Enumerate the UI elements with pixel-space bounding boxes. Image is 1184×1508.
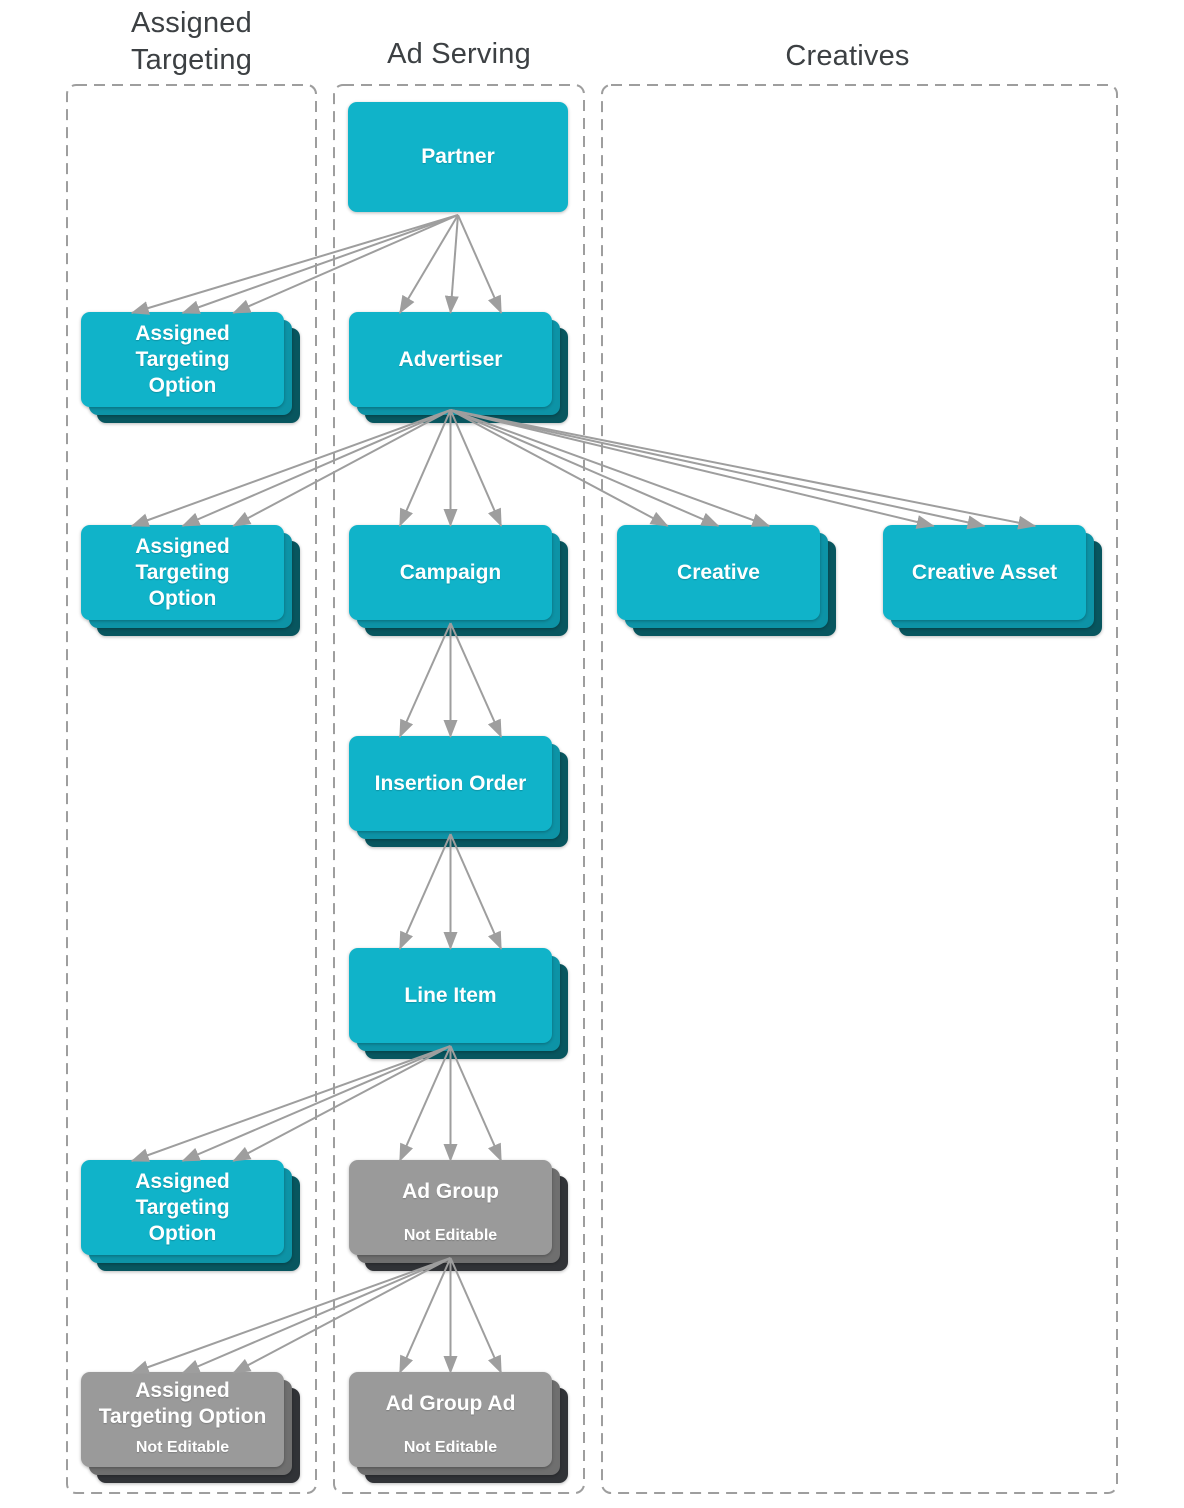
column-header-assigned-targeting: Assigned Targeting	[130, 7, 253, 76]
node-line-item-label: Line Item	[404, 983, 497, 1007]
node-campaign-face: Campaign	[349, 525, 552, 620]
node-campaign-label: Campaign	[399, 560, 502, 584]
node-ato-ad-group-sublabel: Not Editable	[135, 1439, 230, 1456]
node-ato-partner-label: Assigned Targeting Option	[135, 321, 230, 397]
node-ato-line-item: Assigned Targeting Option	[81, 1160, 300, 1271]
node-campaign: Campaign	[349, 525, 568, 636]
edge-partner-to-advertiser	[398, 214, 459, 314]
edge-advertiser-to-campaign	[449, 409, 503, 527]
node-ato-partner: Assigned Targeting Option	[81, 312, 300, 423]
node-ato-line-item-face: Assigned Targeting Option	[81, 1160, 284, 1255]
edge-campaign-to-insertion-order	[449, 622, 503, 738]
node-advertiser-label: Advertiser	[398, 347, 503, 371]
edge-advertiser-to-creative	[450, 409, 669, 527]
node-ad-group-ad-sublabel: Not Editable	[403, 1439, 498, 1456]
column-header-creatives: Creatives	[785, 40, 910, 72]
edge-line-item-to-ato-line-item	[130, 1045, 451, 1162]
edge-partner-to-advertiser	[444, 214, 459, 314]
edge-line-item-to-ato-line-item	[232, 1045, 451, 1162]
node-ad-group-ad: Ad Group Ad Not Editable	[349, 1372, 568, 1483]
node-ad-group-label: Ad Group	[402, 1179, 499, 1203]
node-ad-group-sublabel: Not Editable	[403, 1227, 498, 1244]
node-partner-label: Partner	[421, 145, 495, 168]
node-line-item: Line Item	[349, 948, 568, 1059]
edge-ad-group-to-ad-group-ad	[449, 1257, 503, 1374]
edge-line-item-to-ato-line-item	[181, 1045, 451, 1162]
node-advertiser-face: Advertiser	[349, 312, 552, 407]
node-insertion-order: Insertion Order	[349, 736, 568, 847]
node-ato-ad-group-label: Assigned Targeting Option	[98, 1378, 267, 1428]
edge-advertiser-to-creative-asset	[450, 409, 1037, 530]
node-ad-group-ad-label: Ad Group Ad	[385, 1391, 516, 1415]
edge-ad-group-to-ato-ad-group	[232, 1257, 451, 1374]
edge-insertion-order-to-line-item	[398, 833, 452, 950]
edge-line-item-to-ad-group	[398, 1045, 452, 1162]
node-creative-label: Creative	[677, 560, 760, 584]
node-creative-asset: Creative Asset	[883, 525, 1102, 636]
edge-partner-to-ato-partner	[232, 214, 459, 314]
edge-advertiser-to-creative-asset	[450, 409, 986, 530]
node-ato-advertiser-face: Assigned Targeting Option	[81, 525, 284, 620]
node-insertion-order-label: Insertion Order	[374, 771, 527, 795]
edge-partner-to-ato-partner	[130, 214, 459, 315]
node-partner-face: Partner	[348, 102, 568, 212]
node-creative: Creative	[617, 525, 836, 636]
node-ato-line-item-label: Assigned Targeting Option	[135, 1169, 230, 1245]
column-header-ad-serving: Ad Serving	[387, 38, 531, 70]
node-creative-asset-label: Creative Asset	[911, 560, 1058, 584]
edge-advertiser-to-ato-advertiser	[232, 409, 451, 527]
node-creative-asset-face: Creative Asset	[883, 525, 1086, 620]
edge-line-item-to-ad-group	[449, 1045, 503, 1162]
edge-ad-group-to-ato-ad-group	[181, 1257, 451, 1374]
edge-advertiser-to-ato-advertiser	[181, 409, 451, 527]
node-ato-partner-face: Assigned Targeting Option	[81, 312, 284, 407]
column-border-assigned-targeting	[66, 84, 317, 1494]
edge-insertion-order-to-line-item	[449, 833, 503, 950]
edge-advertiser-to-creative	[450, 409, 771, 527]
edge-campaign-to-insertion-order	[398, 622, 452, 738]
node-ato-advertiser: Assigned Targeting Option	[81, 525, 300, 636]
edge-advertiser-to-creative	[450, 409, 720, 527]
column-border-creatives	[601, 84, 1118, 1494]
node-creative-face: Creative	[617, 525, 820, 620]
edge-partner-to-advertiser	[457, 214, 503, 314]
edge-advertiser-to-creative-asset	[450, 409, 935, 529]
edge-ad-group-to-ad-group-ad	[398, 1257, 452, 1374]
node-advertiser: Advertiser	[349, 312, 568, 423]
node-line-item-face: Line Item	[349, 948, 552, 1043]
node-ato-advertiser-label: Assigned Targeting Option	[135, 534, 230, 610]
edge-advertiser-to-campaign	[398, 409, 452, 527]
edge-partner-to-ato-partner	[181, 214, 459, 314]
node-insertion-order-face: Insertion Order	[349, 736, 552, 831]
edge-advertiser-to-ato-advertiser	[130, 409, 451, 527]
edge-ad-group-to-ato-ad-group	[130, 1257, 451, 1374]
node-partner: Partner	[348, 102, 568, 212]
